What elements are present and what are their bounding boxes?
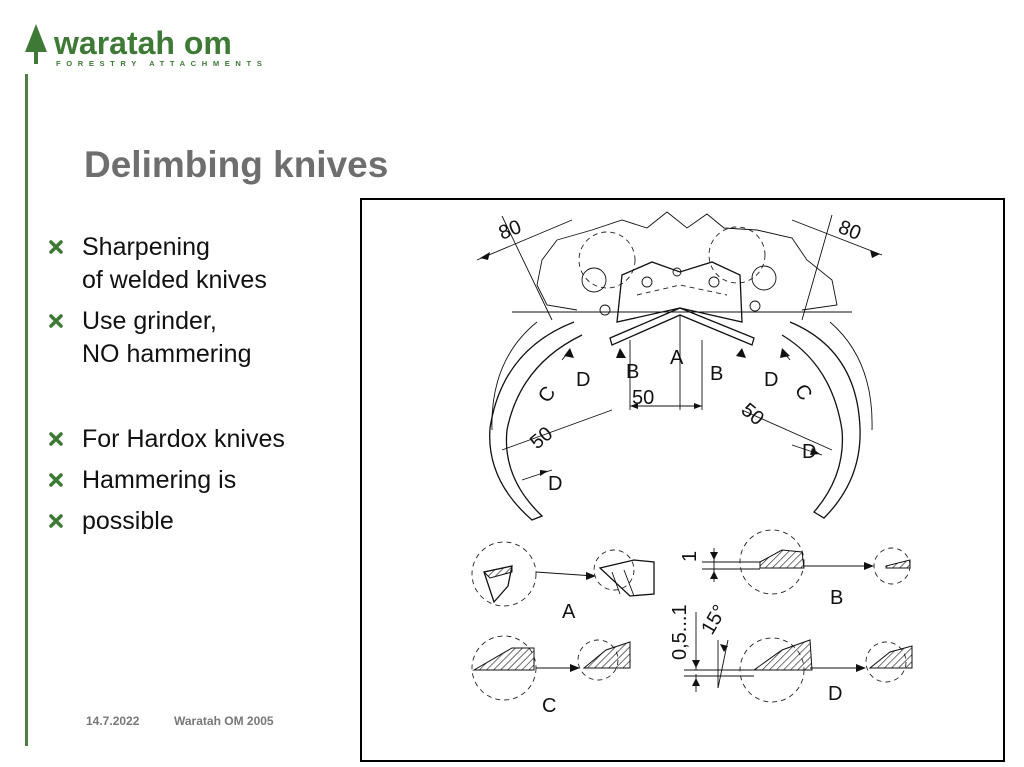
- detail-b-drawing: [702, 529, 911, 595]
- bullet-item: For Hardox knives: [48, 423, 348, 456]
- left-accent-line: [25, 74, 28, 746]
- bullet-text: NO hammering: [82, 340, 252, 368]
- tree-icon: [25, 24, 47, 64]
- footer-brand: Waratah OM 2005: [174, 714, 274, 728]
- dim-0-5-to-1: 0,5...1: [669, 604, 691, 660]
- label-c-right: C: [790, 380, 816, 404]
- bullet-item: Sharpening of welded knives: [48, 231, 348, 297]
- footer-date: 14.7.2022: [86, 714, 140, 728]
- x-mark-icon: [49, 432, 63, 446]
- delimbing-head-drawing: [476, 211, 883, 521]
- dim-50-right: 50: [737, 399, 768, 430]
- bullet-text: possible: [82, 507, 174, 535]
- label-d-detail: D: [828, 683, 842, 705]
- bullet-list: Sharpening of welded knives Use grinder,…: [48, 231, 348, 538]
- waratah-om-logo: waratah om FORESTRY ATTACHMENTS: [25, 24, 267, 68]
- bullet-text: For Hardox knives: [82, 425, 285, 453]
- label-a-top: A: [670, 347, 684, 369]
- label-c-detail: C: [542, 695, 556, 717]
- page-title: Delimbing knives: [84, 144, 389, 185]
- bullet-item: possible: [48, 505, 348, 538]
- label-b-detail: B: [830, 587, 843, 609]
- x-mark-icon: [49, 514, 63, 528]
- dim-15-degrees: 15°: [697, 601, 731, 638]
- label-d-lower-left: D: [548, 473, 562, 495]
- bullet-text: Sharpening: [82, 233, 210, 261]
- x-mark-icon: [49, 240, 63, 254]
- bullet-item: Hammering is: [48, 464, 348, 497]
- detail-a-drawing: [471, 541, 655, 607]
- label-a-detail: A: [562, 601, 576, 623]
- dim-80-right: 80: [835, 216, 864, 245]
- detail-d-drawing: [684, 612, 913, 703]
- x-mark-icon: [49, 473, 63, 487]
- x-mark-icon: [49, 314, 63, 328]
- label-d-lower-right: D: [802, 441, 816, 463]
- label-c-left: C: [534, 382, 560, 406]
- bullet-item: Use grinder, NO hammering: [48, 305, 348, 371]
- bullet-text: of welded knives: [82, 266, 267, 294]
- label-b-right: B: [710, 363, 723, 385]
- detail-c-drawing: [471, 635, 631, 701]
- logo-name: waratah om: [53, 25, 232, 61]
- dim-80-left: 80: [496, 216, 525, 245]
- label-d-upper-right: D: [764, 369, 778, 391]
- bullet-text: Use grinder,: [82, 307, 217, 335]
- label-d-upper-left: D: [576, 369, 590, 391]
- dim-50-center: 50: [632, 387, 654, 409]
- knife-sharpening-diagram: 80 80 B A B D D C C 50 50 50 D D A 1 B: [360, 198, 1005, 762]
- logo-tagline: FORESTRY ATTACHMENTS: [56, 59, 267, 68]
- dim-50-left: 50: [526, 423, 557, 454]
- label-b-left: B: [626, 361, 639, 383]
- bullet-text: Hammering is: [82, 466, 237, 494]
- dim-1: 1: [679, 551, 701, 562]
